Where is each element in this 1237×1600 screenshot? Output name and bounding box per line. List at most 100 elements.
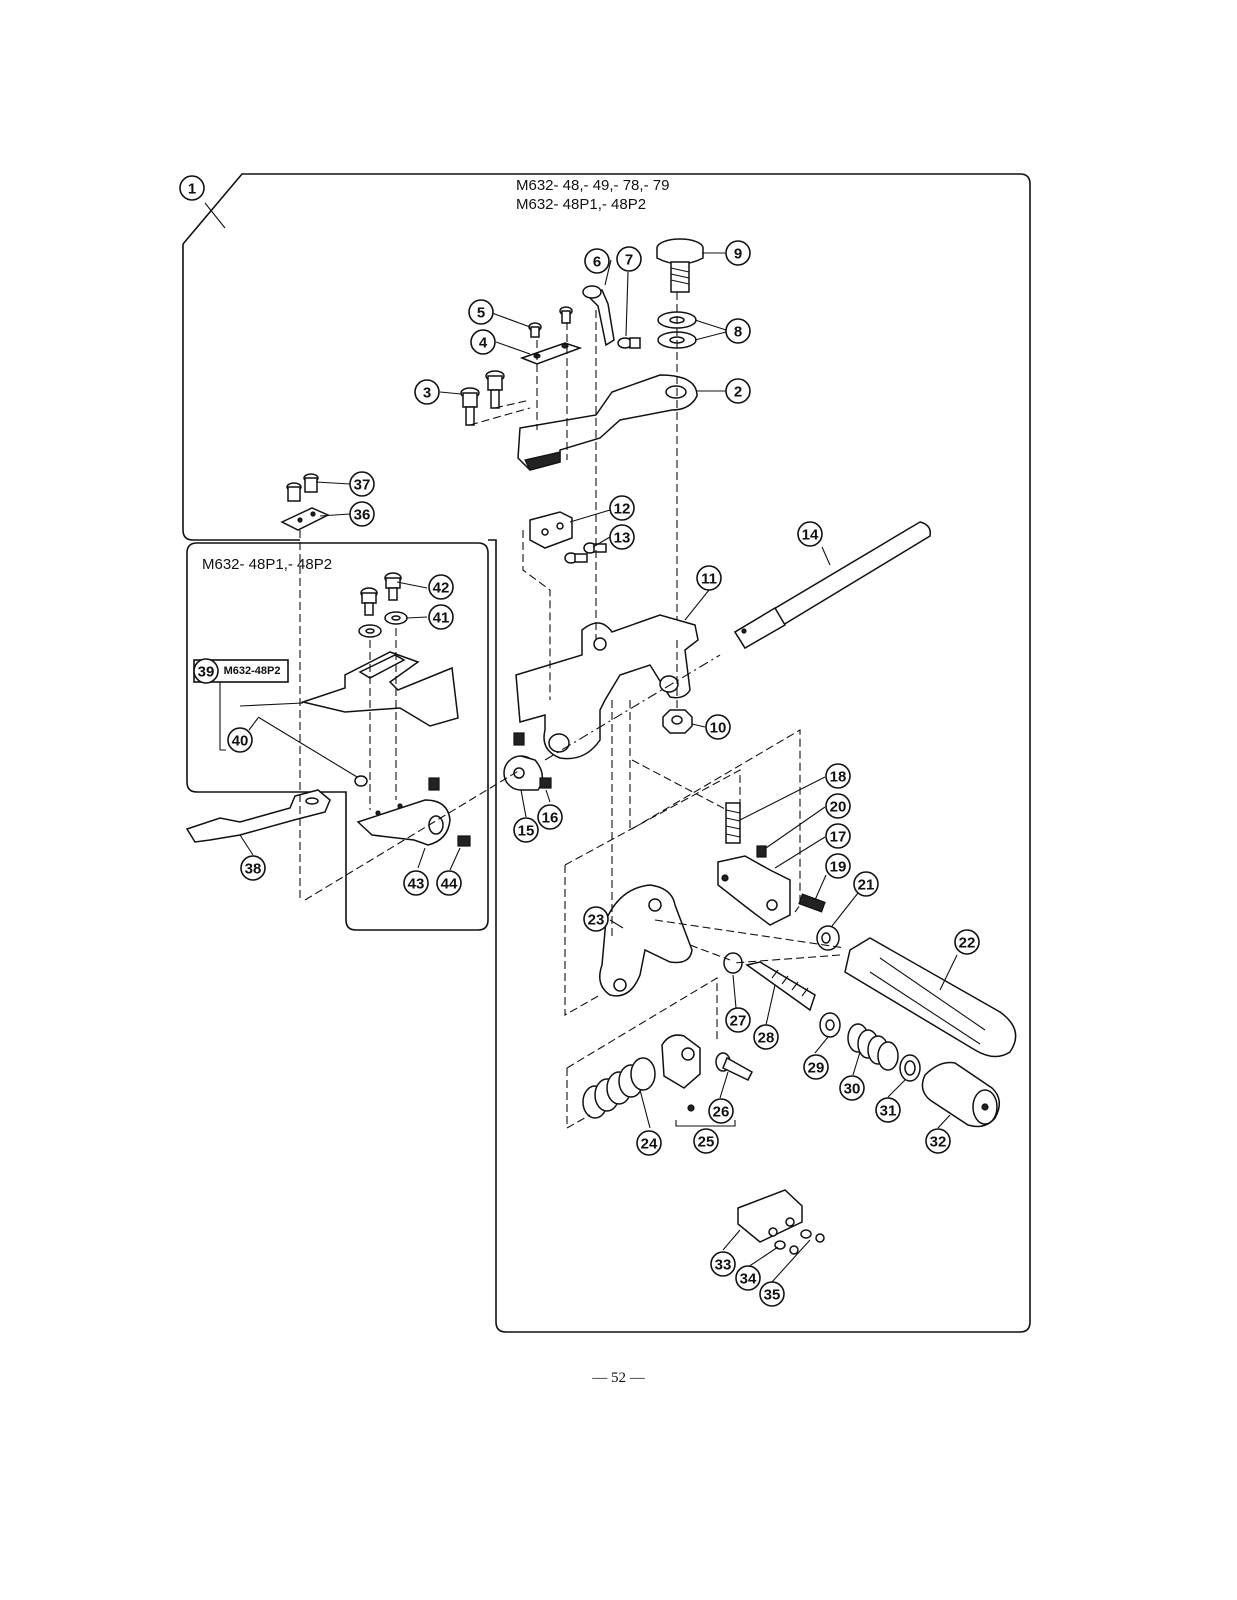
callout-label: 31 [880, 1103, 897, 1120]
callout-label: 38 [245, 861, 262, 878]
callout-label: 14 [802, 527, 819, 544]
callout-label: 5 [477, 305, 485, 322]
callout-31: 31 [875, 1097, 901, 1123]
part-33-bracket [737, 1189, 803, 1243]
callout-16: 16 [537, 804, 563, 830]
callout-label: 23 [588, 912, 605, 929]
part-28-shaft [745, 961, 816, 1012]
callout-2: 2 [725, 378, 751, 404]
callout-26: 26 [708, 1098, 734, 1124]
callout-43: 43 [403, 870, 429, 896]
part-9-thumb-screw [656, 238, 704, 293]
part-24-spring [582, 1057, 656, 1119]
part-30-spring [847, 1023, 899, 1071]
callout-label: 8 [734, 324, 742, 341]
part-20-set-screw [756, 845, 767, 858]
callout-35: 35 [759, 1281, 785, 1307]
part-21-nut [816, 925, 840, 951]
callout-label: 39 [198, 664, 215, 681]
callout-30: 30 [839, 1075, 865, 1101]
callout-label: 20 [830, 799, 847, 816]
part-2-arm [517, 374, 698, 471]
callout-9: 9 [725, 240, 751, 266]
callout-28: 28 [753, 1024, 779, 1050]
callout-label: 24 [641, 1136, 658, 1153]
part-18-spring [725, 802, 741, 844]
callout-label: 9 [734, 246, 742, 263]
assembly-line-18 [631, 759, 728, 811]
callout-22: 22 [954, 929, 980, 955]
part-40-wire [257, 716, 368, 787]
callout-label: 22 [959, 935, 976, 952]
assembly-line-21-27 [732, 954, 841, 964]
part-42-screws [360, 572, 402, 616]
part-5-screws [528, 306, 573, 338]
assembly-line-box-17 [629, 700, 801, 913]
callout-label: 11 [701, 571, 717, 588]
assembly-line-12 [522, 530, 551, 700]
part-16-set-screw [539, 777, 552, 789]
part-38-lever [185, 789, 331, 843]
part-11-holder [515, 614, 699, 760]
model-list-line1: M632- 48,- 49,- 78,- 79 [516, 177, 669, 194]
part-32-knob [921, 1061, 1001, 1128]
main-frame-outline [182, 173, 1031, 1333]
part-23-cam [599, 884, 693, 997]
callout-label: 29 [808, 1060, 825, 1077]
part-39-guide [300, 651, 459, 727]
leader-lines [219, 252, 958, 1283]
callout-label: 41 [433, 610, 450, 627]
part-12-block [529, 511, 573, 549]
part-27-collar [723, 952, 743, 974]
callout-21: 21 [853, 871, 879, 897]
assembly-line-box-24 [566, 977, 718, 1129]
callout-20: 20 [825, 793, 851, 819]
part-15-collar [503, 732, 544, 791]
callout-34: 34 [735, 1265, 761, 1291]
callout-39: 39 [193, 658, 219, 684]
inset-frame-outline [186, 542, 489, 931]
assembly-lines-3-4 [469, 340, 538, 430]
part-19-screw [798, 893, 826, 913]
part-14-shaft [733, 521, 932, 650]
callout-label: 32 [930, 1134, 947, 1151]
callout-label: 2 [734, 384, 742, 401]
callout-label: 6 [593, 254, 601, 271]
callout-label: 13 [614, 530, 631, 547]
part-25-block [661, 1034, 736, 1127]
inset-model-label: M632- 48P1,- 48P2 [202, 556, 332, 573]
part-43-bracket [356, 777, 451, 846]
callout-label: 27 [730, 1013, 747, 1030]
callout-11: 11 [696, 565, 722, 591]
callout-19: 19 [825, 853, 851, 879]
callout-39-note: M632-48P2 [224, 665, 281, 677]
callout-23: 23 [583, 906, 609, 932]
callout-label: 44 [441, 876, 458, 893]
part-6-bracket [582, 285, 615, 347]
callout-label: 34 [740, 1271, 757, 1288]
callout-8: 8 [725, 318, 751, 344]
callout-10: 10 [705, 714, 731, 740]
part-29-washer [819, 1012, 841, 1038]
callout-25: 25 [693, 1128, 719, 1154]
callout-18: 18 [825, 763, 851, 789]
callout-label: 19 [830, 859, 847, 876]
part-22-handle [844, 937, 1017, 1058]
callout-15: 15 [513, 817, 539, 843]
part-17-block [717, 855, 791, 926]
callout-6: 6 [584, 248, 610, 274]
part-4-plate [519, 342, 583, 365]
callout-44: 44 [436, 870, 462, 896]
callout-label: 36 [354, 507, 371, 524]
callout-label: 42 [433, 580, 450, 597]
page-number: — 52 — [592, 1370, 645, 1386]
callout-label: 40 [232, 733, 249, 750]
upper-frame-left-edge [182, 244, 300, 541]
callout-label: 28 [758, 1030, 775, 1047]
callout-label: 1 [188, 181, 196, 198]
callout-17: 17 [825, 823, 851, 849]
callout-label: 12 [614, 501, 631, 518]
part-41-washers [358, 611, 408, 638]
callout-7: 7 [616, 246, 642, 272]
